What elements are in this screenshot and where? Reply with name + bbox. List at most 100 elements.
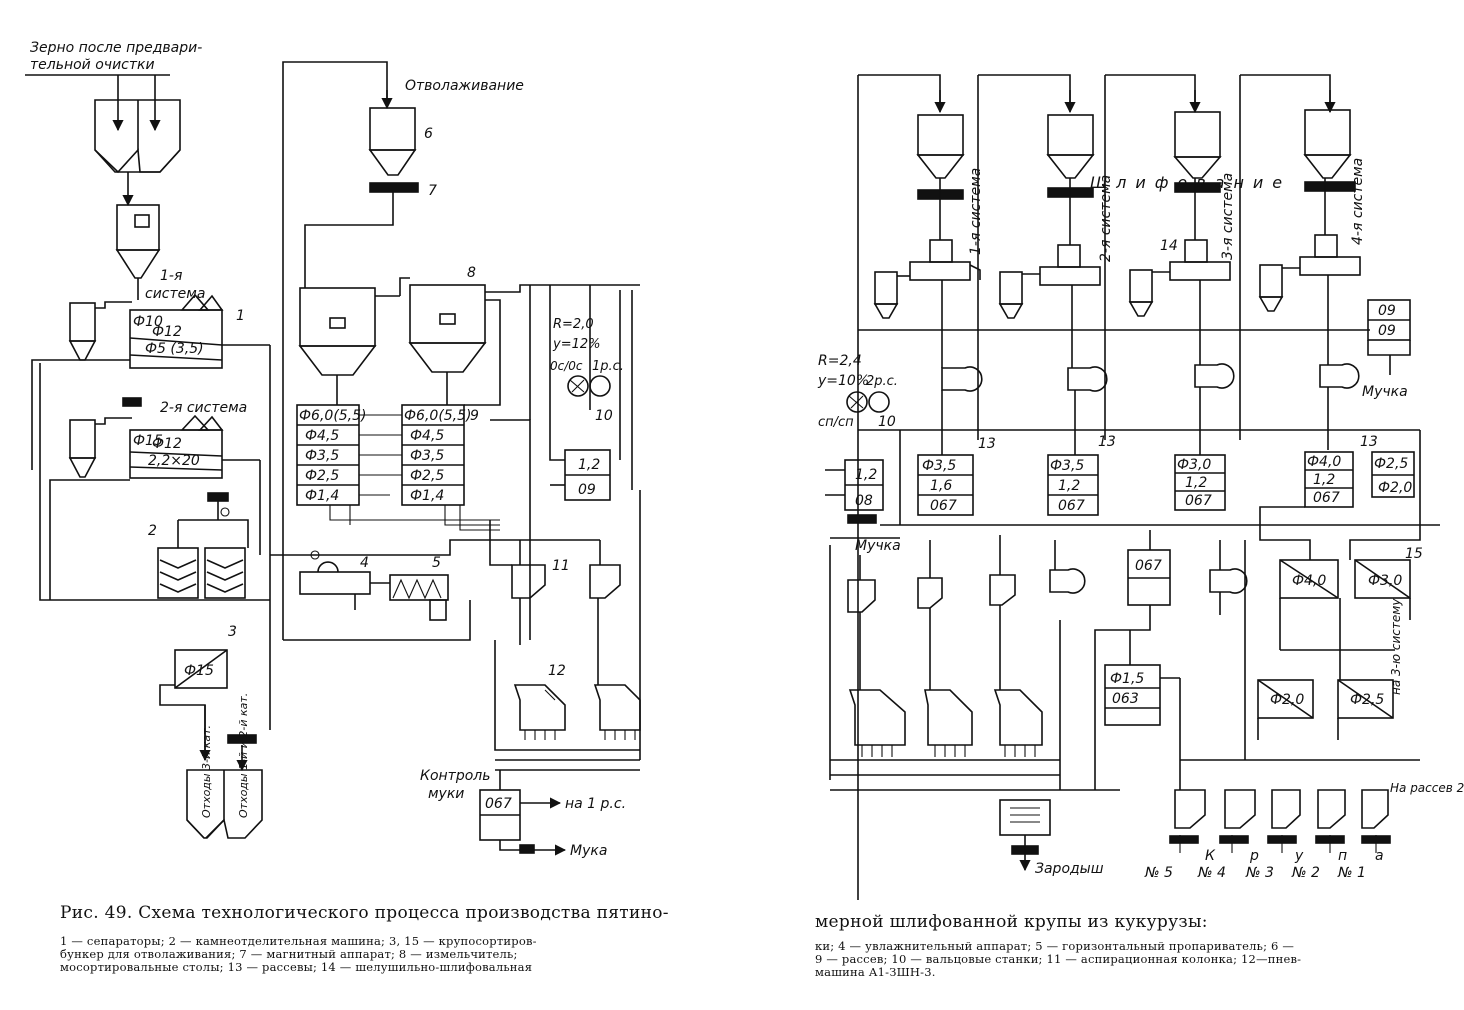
label-12: 12 [548, 663, 566, 679]
sifter2-0: Ф3,5 [1050, 458, 1084, 474]
stack-left-4: Ф1,4 [305, 488, 339, 504]
stack-right-1: Ф4,5 [410, 428, 444, 444]
control-box-label: 067 [485, 796, 512, 812]
right-page-diagram: Шлифование 1-я система 2-я система 3-я с… [817, 74, 1464, 900]
sifter3-0: Ф3,0 [1177, 457, 1211, 473]
p-label: п [1338, 848, 1347, 864]
box-09-1: 09 [1378, 323, 1396, 339]
label-13a: 13 [978, 436, 996, 452]
stone-separator-a [157, 547, 199, 599]
sys3-label: 3-я система [1220, 173, 1236, 260]
legend-left-line-3: мосортировальные столы; 13 — рассевы; 14… [60, 960, 533, 974]
system1-label-a: 1-я [160, 268, 182, 284]
stack-right-2: Ф3,5 [410, 448, 444, 464]
stack-left-2: Ф3,5 [305, 448, 339, 464]
system2-label: 2-я система [160, 400, 247, 416]
out1: № 1 [1337, 865, 1366, 881]
to-third-label: на 3-ю систему [1389, 598, 1403, 695]
label-3: 3 [228, 624, 237, 640]
label-8: 8 [467, 265, 476, 281]
sifter-13-2: Ф3,5 1,2 067 [1047, 454, 1099, 516]
to-first-rs: на 1 р.с. [565, 796, 626, 812]
sort15-3: Ф2,5 [1350, 692, 1384, 708]
to-sifter-label: На рассев 2й вал. системы [1390, 781, 1464, 795]
legend-right-line-3: машина А1-ЗШН-3. [815, 965, 936, 979]
y-value-left: y=12% [552, 337, 600, 352]
r-value-right: R=2,4 [818, 353, 862, 369]
y-value-right: y=10% [817, 373, 869, 389]
system1-label-b: система [145, 286, 205, 302]
label-2: 2 [148, 523, 157, 539]
roll-b [589, 375, 611, 397]
aspirator-11b [589, 564, 621, 599]
out3: № 3 [1245, 865, 1274, 881]
input-label-bottom: тельной очистки [30, 57, 155, 73]
legend-left: 1 — сепараторы; 2 — камнеотделительная м… [60, 935, 680, 974]
sifter2-1: 1,2 [1058, 478, 1080, 494]
rs-ratio-left: 0с/0с [550, 359, 583, 373]
sifter1-2: 067 [930, 498, 957, 514]
input-label-top: Зерно после предвари- [30, 40, 202, 56]
stack-left-0: Ф6,0(5,5) [299, 408, 367, 424]
stack-right-0: Ф6,0(5,5) [404, 408, 472, 424]
bunker-system-1 [909, 114, 981, 281]
sys4-label: 4-я система [1350, 158, 1366, 245]
sifter-13-3: Ф3,0 1,2 067 [1174, 454, 1226, 511]
num10-right: 10 [878, 414, 896, 430]
sifter-13-1: Ф3,5 1,6 067 [917, 454, 974, 516]
sifter-13-4: Ф4,0 1,2 067 [1304, 451, 1354, 508]
separator-2 [129, 429, 223, 479]
sieve1-row1: Ф10 [133, 314, 163, 330]
sifter4b-0: Ф2,5 [1374, 456, 1408, 472]
flour-label-left: Мука [570, 843, 607, 859]
label-4: 4 [360, 555, 369, 571]
table-12b [593, 684, 641, 731]
out5: № 5 [1144, 865, 1173, 881]
label-15: 15 [1405, 546, 1423, 562]
sys2-label: 2-я система [1098, 175, 1114, 262]
legend-left-line-2: бункер для отволаживания; 7 — магнитный … [60, 947, 518, 961]
sifter2-2: 067 [1058, 498, 1085, 514]
rs-ratio-right: сп/сп [818, 415, 854, 430]
a-label: а [1375, 848, 1384, 864]
sieve2-row1: Ф15 [133, 433, 163, 449]
box-15 [1104, 664, 1161, 726]
sieve3-row1: Ф15 [184, 663, 214, 679]
sifter4-0: Ф4,0 [1307, 454, 1341, 470]
polishing-label: Шлифование [1090, 173, 1291, 192]
moistener-4 [299, 571, 371, 595]
waste3-label: Отходы 3-й кат. [200, 725, 213, 818]
stack-left-1: Ф4,5 [305, 428, 339, 444]
table-12a [513, 684, 566, 731]
sieve2-row3: 2,2×20 [148, 453, 200, 469]
label-11: 11 [552, 558, 570, 574]
separator-1 [129, 309, 223, 369]
label-9: 9 [470, 408, 479, 424]
control-label-a: Контроль [420, 768, 490, 784]
rs-label-left: 1р.с. [592, 359, 624, 374]
grader-15-a: Ф4,0 [1279, 559, 1339, 599]
stack-left-3: Ф2,5 [305, 468, 339, 484]
germ-label: Зародыш [1035, 861, 1104, 877]
mill-box-1: 09 [578, 482, 596, 498]
grader-15-c: Ф2,0 [1257, 679, 1314, 719]
mill-box-0: 1,2 [578, 457, 600, 473]
sifter4b-1: Ф2,0 [1378, 480, 1412, 496]
steamer-5 [389, 574, 449, 601]
label-5: 5 [432, 555, 441, 571]
sort15-1: Ф3,0 [1368, 573, 1402, 589]
r-label: р [1249, 848, 1259, 864]
stone-separator-b [204, 547, 246, 599]
grader-15-b: Ф3,0 [1354, 559, 1411, 599]
stack-right-3: Ф2,5 [410, 468, 444, 484]
label-6: 6 [424, 126, 433, 142]
flour-small-label: Мучка [1362, 384, 1408, 400]
box-09-0: 09 [1378, 303, 1396, 319]
label-13c: 13 [1360, 434, 1378, 450]
sieve1-row2: Ф12 [152, 324, 182, 340]
sifter3-2: 067 [1185, 493, 1212, 509]
stack-right-4: Ф1,4 [410, 488, 444, 504]
left-box-1: 08 [855, 493, 873, 509]
legend-right-line-2: 9 — рассев; 10 — вальцовые станки; 11 — … [815, 952, 1302, 966]
